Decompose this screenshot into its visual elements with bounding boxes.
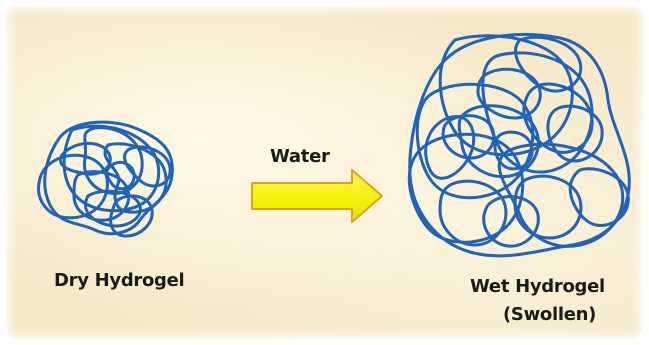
water-label: Water bbox=[270, 146, 330, 167]
swollen-label: (Swollen) bbox=[503, 304, 596, 325]
wet-hydrogel-label: Wet Hydrogel bbox=[470, 276, 605, 297]
dry-hydrogel-label: Dry Hydrogel bbox=[54, 270, 184, 291]
process-arrow bbox=[252, 170, 382, 222]
